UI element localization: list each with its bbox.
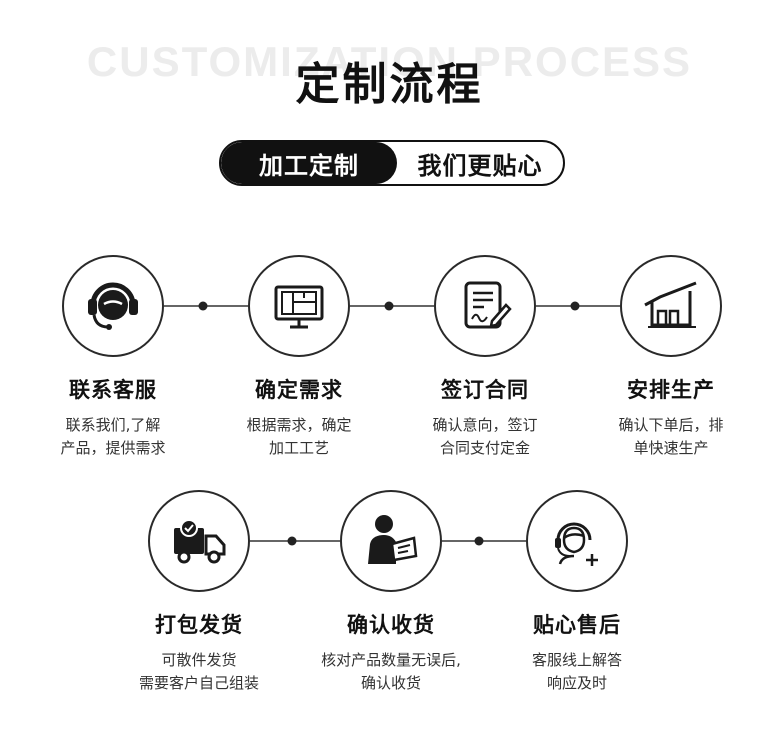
step-description: 联系我们,了解产品，提供需求	[60, 416, 166, 457]
step-arrange-production: 安排生产 确认下单后，排单快速生产	[581, 255, 761, 460]
step-circle	[620, 255, 722, 357]
step-description: 可散件发货需要客户自己组装	[138, 651, 259, 692]
connector-dot	[474, 536, 484, 546]
step-title: 确定需求	[255, 378, 343, 402]
step-after-sales: 贴心售后 客服线上解答响应及时	[487, 490, 667, 695]
slogan-right: 我们更贴心	[417, 151, 543, 180]
step-description: 核对产品数量无误后,确认收货	[321, 651, 461, 692]
step-circle	[526, 490, 628, 592]
step-confirm-requirements: 确定需求 根据需求，确定加工工艺	[209, 255, 389, 460]
person-receiving-icon	[368, 515, 418, 564]
slogan-left: 加工定制	[221, 142, 397, 184]
step-circle	[340, 490, 442, 592]
monitor-blueprint-icon	[274, 285, 324, 329]
support-agent-icon	[555, 522, 598, 566]
step-circle	[62, 255, 164, 357]
slogan-pill: 加工定制 我们更贴心	[219, 140, 565, 186]
step-title: 联系客服	[69, 378, 157, 402]
step-title: 安排生产	[627, 378, 715, 402]
step-description: 客服线上解答响应及时	[531, 651, 622, 692]
connector-dot	[384, 301, 394, 311]
step-circle	[434, 255, 536, 357]
page-title: 定制流程	[295, 59, 484, 110]
step-contact-service: 联系客服 联系我们,了解产品，提供需求	[23, 255, 203, 460]
step-sign-contract: 签订合同 确认意向，签订合同支付定金	[395, 255, 575, 460]
step-title: 贴心售后	[533, 613, 621, 637]
step-title: 确认收货	[347, 613, 435, 637]
step-confirm-receipt: 确认收货 核对产品数量无误后,确认收货	[301, 490, 481, 695]
factory-icon	[644, 281, 697, 328]
step-circle	[248, 255, 350, 357]
connector-dot	[570, 301, 580, 311]
step-description: 确认下单后，排单快速生产	[618, 416, 724, 457]
delivery-truck-icon	[174, 519, 226, 564]
step-pack-ship: 打包发货 可散件发货需要客户自己组装	[109, 490, 289, 695]
connector-dot	[198, 301, 208, 311]
step-title: 打包发货	[155, 613, 243, 637]
step-title: 签订合同	[441, 378, 529, 402]
connector-dot	[287, 536, 297, 546]
step-description: 根据需求，确定加工工艺	[246, 416, 352, 457]
step-circle	[148, 490, 250, 592]
headset-icon	[88, 282, 138, 330]
background-title: CUSTOMIZATION PROCESS	[86, 38, 693, 85]
step-description: 确认意向，签订合同支付定金	[432, 416, 538, 457]
contract-sign-icon	[464, 281, 512, 329]
